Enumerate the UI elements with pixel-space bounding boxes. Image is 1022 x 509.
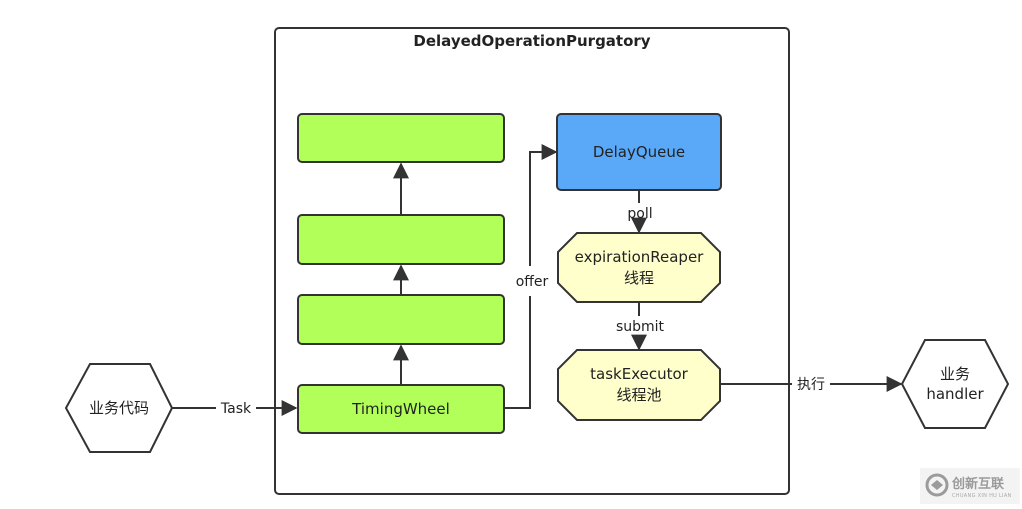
edge-task-label: Task xyxy=(220,401,252,417)
node-biz-code xyxy=(64,363,174,453)
node-wheel-level-1 xyxy=(297,294,505,345)
edge-offer-label: offer xyxy=(516,274,549,290)
node-wheel-level-3 xyxy=(297,113,505,163)
edge-poll-label: poll xyxy=(627,206,652,222)
node-biz-code-label: 业务代码 xyxy=(89,399,149,417)
node-task-executor-line2: 线程池 xyxy=(616,386,661,404)
node-biz-handler-line1: 业务 xyxy=(940,365,970,383)
node-timing-wheel xyxy=(297,384,505,434)
edges: Task offer poll submit 执行 xyxy=(172,144,903,417)
edge-execute-label: 执行 xyxy=(797,377,825,393)
edge-offer-seg2 xyxy=(529,144,558,266)
edge-submit-label: submit xyxy=(616,319,665,335)
node-expiration-reaper-line2: 线程 xyxy=(624,269,654,287)
node-timing-wheel-label: TimingWheel xyxy=(351,400,450,418)
node-biz-handler-line2: handler xyxy=(926,385,984,403)
node-delay-queue-label: DelayQueue xyxy=(593,143,685,161)
node-wheel-level-2 xyxy=(297,214,505,265)
nodes: 业务代码 TimingWheel DelayQueue expirationRe… xyxy=(64,113,1010,453)
watermark-logo-mark xyxy=(931,480,943,490)
node-expiration-reaper xyxy=(557,232,721,303)
watermark-text: 创新互联 xyxy=(951,476,1004,492)
node-task-executor-line1: taskExecutor xyxy=(590,365,689,383)
watermark-subtext: CHUANG XIN HU LIAN xyxy=(952,493,1012,499)
purgatory-container xyxy=(274,27,790,495)
watermark: 创新互联 CHUANG XIN HU LIAN xyxy=(920,468,1020,504)
container-title: DelayedOperationPurgatory xyxy=(413,32,650,50)
watermark-logo-icon xyxy=(925,473,949,497)
node-task-executor xyxy=(557,349,721,421)
node-delay-queue xyxy=(556,113,722,191)
node-biz-handler xyxy=(900,339,1010,429)
node-expiration-reaper-line1: expirationReaper xyxy=(575,248,705,266)
edge-offer-seg1 xyxy=(505,296,531,409)
